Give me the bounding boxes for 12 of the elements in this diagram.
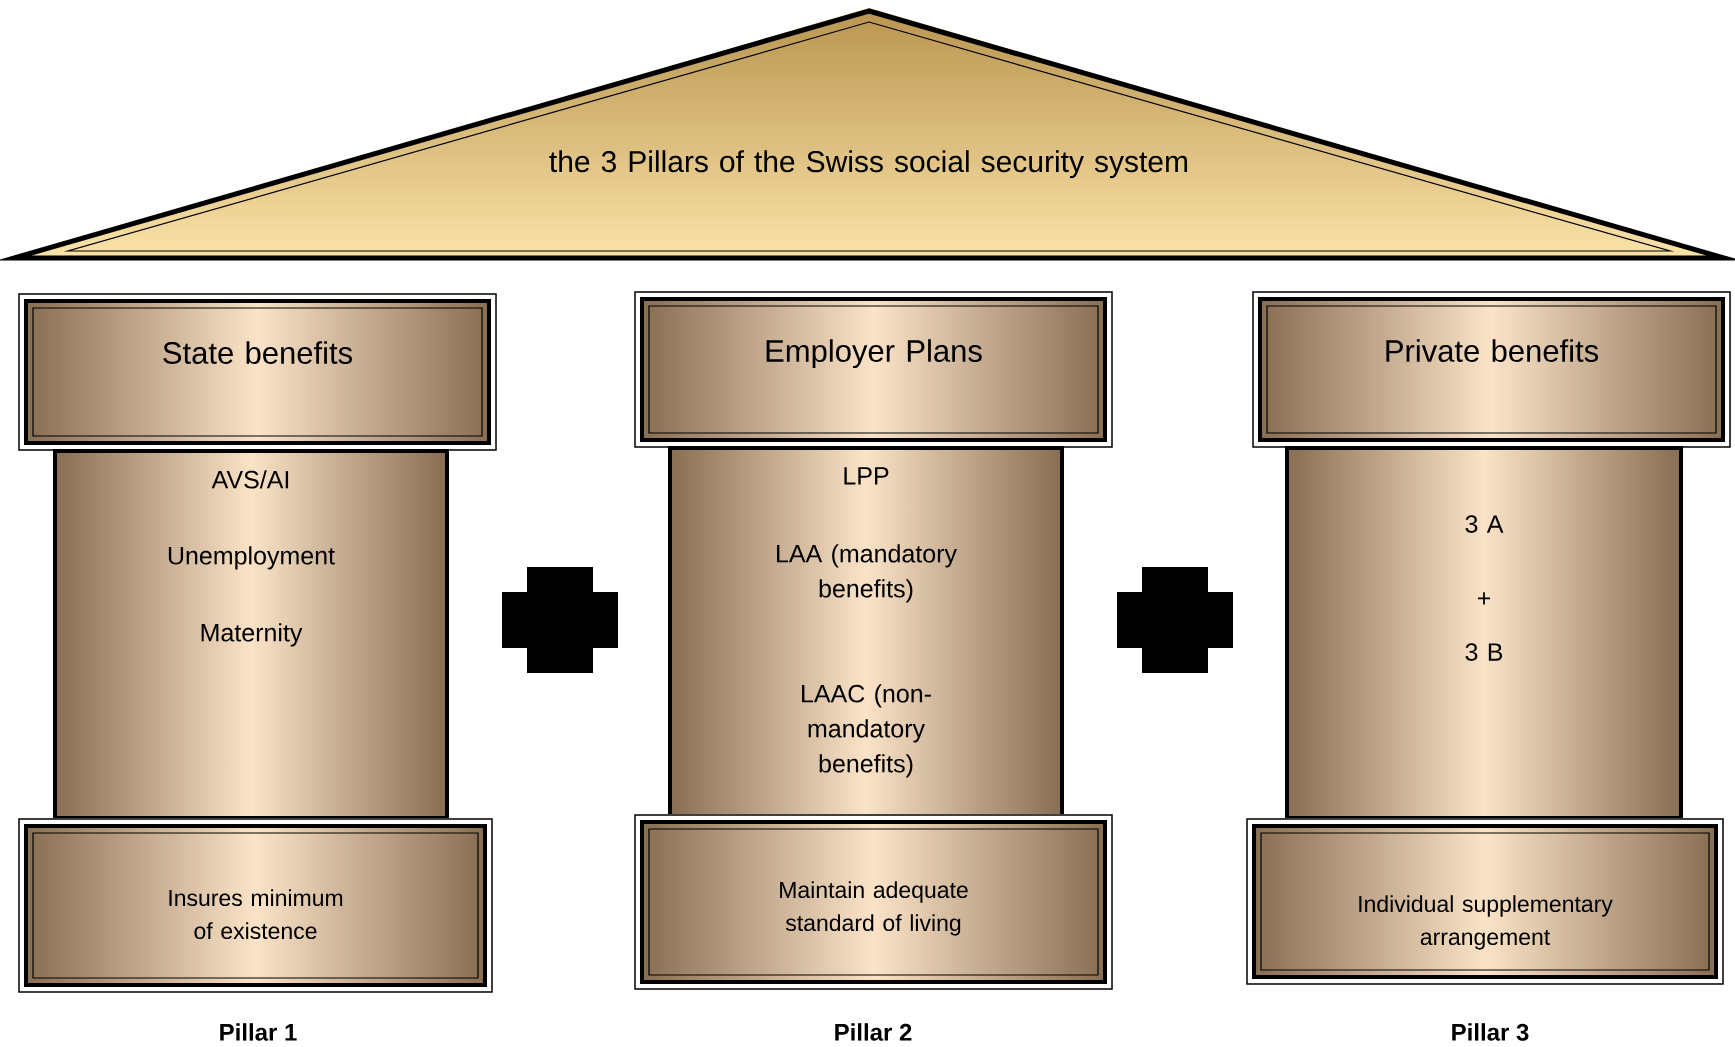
pillar-label: Pillar 2 (835, 1023, 912, 1041)
base-box: Individual supplementary arrangement (1246, 818, 1724, 985)
column-shaft: AVS/AI Unemployment Maternity (53, 449, 449, 820)
column-shaft: 3 A + 3 B (1285, 446, 1683, 820)
base-box: Maintain adequate standard of living (634, 814, 1113, 990)
base-box: Insures minimum of existence (18, 818, 493, 993)
capital-box: Employer Plans (634, 291, 1113, 448)
capital-box: State benefits (18, 293, 497, 451)
capital-box: Private benefits (1252, 291, 1731, 448)
pillar-label: Pillar 1 (220, 1023, 297, 1041)
pillar-label: Pillar 3 (1452, 1023, 1529, 1041)
column-shaft: LPP LAA (mandatory benefits) LAAC (non-mandatory benefits) (668, 446, 1064, 820)
